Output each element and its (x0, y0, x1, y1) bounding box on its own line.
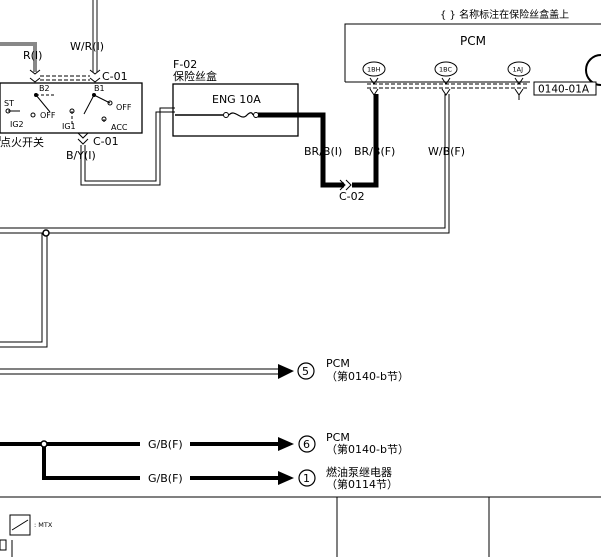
svg-text:（第0140-b节）: （第0140-b节） (326, 442, 409, 456)
svg-text:R(I): R(I) (23, 49, 42, 62)
svg-text:G/B(F): G/B(F) (148, 438, 183, 451)
pcm-pin-1aj: 1AJ (507, 61, 531, 77)
svg-text:B2: B2 (39, 84, 50, 93)
fuse-eng-10a: ENG 10A (212, 93, 261, 106)
svg-text:IG2: IG2 (10, 120, 24, 129)
wire-r-i: R(I) (0, 42, 42, 72)
svg-text:W/R(I): W/R(I) (70, 40, 104, 53)
svg-text:BR/B(F): BR/B(F) (354, 145, 395, 158)
connector-c02: C-02 (339, 190, 365, 203)
svg-text:IG1: IG1 (62, 122, 76, 131)
svg-text:OFF: OFF (40, 111, 56, 120)
pcm-code: 0140-01A (538, 84, 590, 96)
svg-text:OFF: OFF (116, 103, 132, 112)
output-5-pcm: 5 PCM （第0140-b节） (0, 357, 409, 383)
pcm-pin-1bh: 1BH (362, 61, 386, 77)
svg-text:6: 6 (303, 438, 310, 451)
svg-text:F-02: F-02 (173, 58, 197, 71)
wire-w-r-i: W/R(I) (70, 0, 104, 72)
legend-table: : MTX (0, 496, 601, 557)
svg-text:（第0114节）: （第0114节） (326, 477, 398, 491)
pcm-module: PCM 0140-01A 1BH 1BC 1AJ (344, 23, 601, 96)
mtx-label: : MTX (34, 521, 53, 529)
wire-br-b: BR/B(I) BR/B(F) C-02 (258, 94, 395, 203)
fuse-box-f02: F-02 保险丝盒 ENG 10A (172, 58, 299, 137)
svg-text:G/B(F): G/B(F) (148, 472, 183, 485)
svg-text:（第0140-b节）: （第0140-b节） (326, 369, 409, 383)
output-6-pcm: 6 PCM （第0140-b节） (278, 431, 409, 456)
header-note: { } 名称标注在保险丝盒盖上 (440, 8, 569, 21)
c01-top: C-01 (102, 70, 128, 83)
svg-text:ST: ST (4, 99, 14, 108)
svg-text:1: 1 (303, 472, 310, 485)
svg-text:1AJ: 1AJ (513, 66, 524, 74)
output-1-fuel-pump-relay: 1 燃油泵继电器 （第0114节） (278, 465, 398, 491)
svg-text:ACC: ACC (111, 123, 128, 132)
wire-w-b: W/B(F) (0, 94, 465, 348)
ignition-switch: C-01 B2 B1 ST OFF IG2 IG1 ACC OFF 点火开关 C… (0, 69, 143, 162)
svg-text:W/B(F): W/B(F) (428, 145, 465, 158)
svg-text:B1: B1 (94, 84, 105, 93)
svg-text:PCM: PCM (326, 357, 350, 370)
c01-bottom: C-01 (93, 135, 119, 148)
pcm-title: PCM (460, 34, 486, 48)
pcm-pin-1bc: 1BC (434, 61, 458, 77)
svg-text:1BH: 1BH (367, 66, 381, 74)
pcm-code-box (533, 81, 597, 96)
wire-g-b: G/B(F) G/B(F) (0, 438, 278, 485)
ignition-switch-label: 点火开关 (0, 135, 44, 149)
svg-text:燃油泵继电器: 燃油泵继电器 (326, 465, 392, 479)
svg-text:1BC: 1BC (439, 66, 452, 74)
svg-text:PCM: PCM (326, 431, 350, 444)
svg-text:保险丝盒: 保险丝盒 (173, 69, 217, 83)
svg-text:BR/B(I): BR/B(I) (304, 145, 342, 158)
svg-text:5: 5 (302, 365, 309, 378)
